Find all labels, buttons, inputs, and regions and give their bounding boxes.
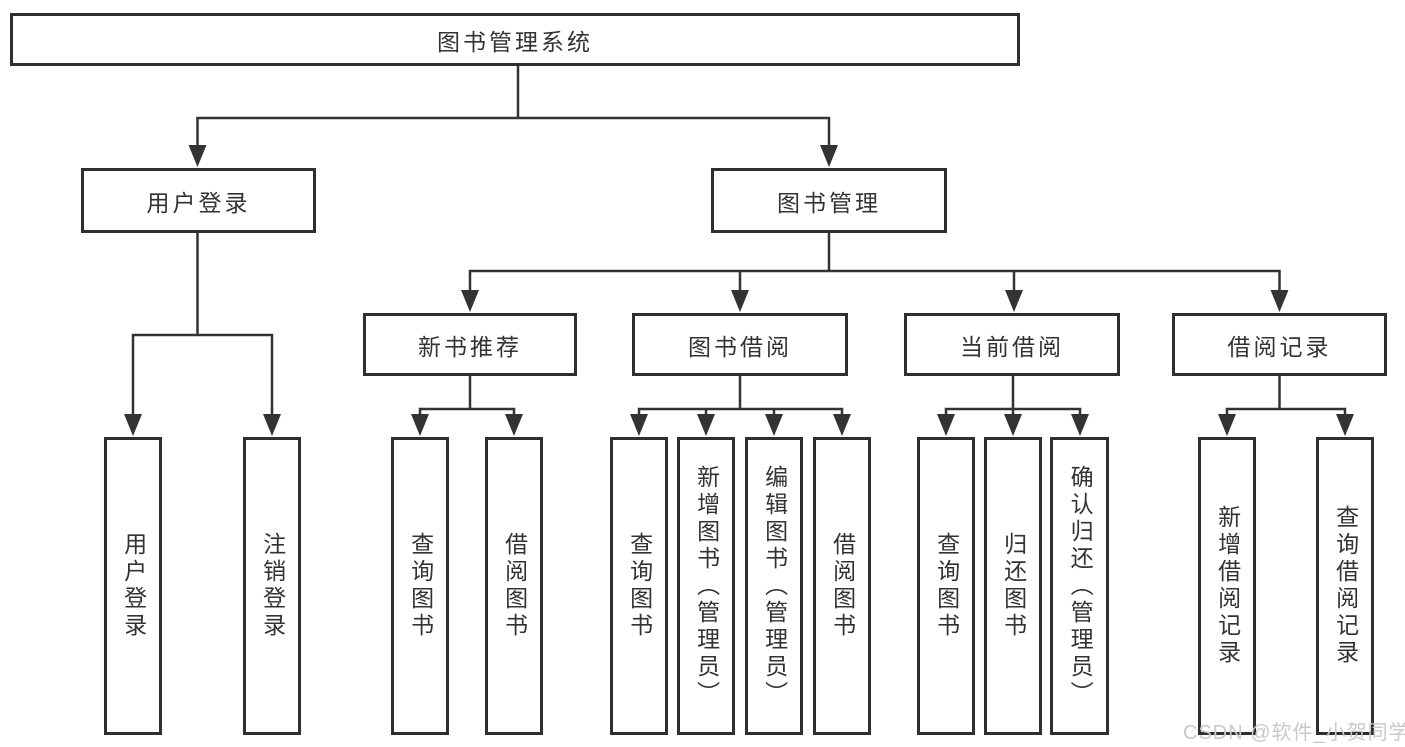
connector-root-branch: [188, 64, 838, 167]
node-label: 查询借阅记录: [1332, 505, 1359, 667]
arrow-down-icon: [505, 414, 523, 436]
connector-user-login-branch: [124, 231, 281, 436]
arrow-down-icon: [1071, 414, 1089, 436]
connector-current-borrow-branch: [937, 373, 1089, 436]
node-label: 注销登录: [259, 532, 286, 640]
node-add-borrow-record: 新增借阅记录: [1198, 437, 1256, 735]
node-add-book-admin: 新增图书（管理员）: [677, 437, 735, 735]
node-current-borrow: 当前借阅: [904, 313, 1120, 376]
node-query-borrow-record: 查询借阅记录: [1316, 437, 1374, 735]
node-return-books: 归还图书: [984, 437, 1042, 735]
node-label: 用户登录: [120, 532, 147, 640]
arrow-down-icon: [765, 414, 783, 436]
node-library-management-system: 图书管理系统: [10, 13, 1020, 66]
node-label: 归还图书: [1000, 532, 1027, 640]
node-logout-leaf: 注销登录: [243, 437, 301, 735]
node-query-books-recommend: 查询图书: [391, 437, 449, 735]
node-user-login-leaf: 用户登录: [104, 437, 162, 735]
node-label: 新书推荐: [418, 333, 522, 360]
node-label: 用户登录: [146, 189, 251, 216]
arrow-down-icon: [1218, 414, 1236, 436]
node-book-management: 图书管理: [711, 168, 947, 233]
node-confirm-return-admin: 确认归还（管理员）: [1050, 437, 1109, 735]
node-query-books-borrow: 查询图书: [610, 437, 668, 735]
node-borrow-records: 借阅记录: [1172, 313, 1387, 376]
node-label: 查询图书: [933, 532, 960, 640]
arrow-down-icon: [937, 414, 955, 436]
node-label: 当前借阅: [960, 333, 1064, 360]
watermark: CSDN @软件_小贺同学: [1183, 722, 1405, 744]
node-label: 确认归还（管理员）: [1067, 464, 1094, 708]
arrow-down-icon: [188, 145, 207, 167]
node-label: 借阅图书: [829, 532, 856, 640]
node-label: 新增借阅记录: [1214, 505, 1241, 667]
node-borrow-books-recommend: 借阅图书: [485, 437, 543, 735]
node-label: 借阅图书: [501, 532, 528, 640]
node-label: 图书管理: [777, 189, 881, 216]
node-label: 编辑图书（管理员）: [761, 464, 788, 708]
arrow-down-icon: [833, 414, 851, 436]
node-edit-book-admin: 编辑图书（管理员）: [745, 437, 803, 735]
arrow-down-icon: [1336, 414, 1354, 436]
arrow-down-icon: [820, 145, 838, 167]
arrow-down-icon: [1270, 290, 1289, 312]
arrow-down-icon: [411, 414, 429, 436]
node-label: 图书借阅: [688, 333, 792, 360]
node-label: 新增图书（管理员）: [693, 464, 720, 708]
node-new-book-recommend: 新书推荐: [363, 313, 577, 376]
arrow-down-icon: [697, 414, 715, 436]
node-book-borrow: 图书借阅: [632, 313, 848, 376]
arrow-down-icon: [263, 414, 281, 436]
connector-book-management-branch: [461, 231, 1289, 312]
connector-new-book-branch: [411, 373, 523, 436]
arrow-down-icon: [124, 414, 142, 436]
arrow-down-icon: [461, 290, 479, 312]
node-label: 图书管理系统: [437, 28, 593, 55]
arrow-down-icon: [1005, 290, 1023, 312]
arrow-down-icon: [731, 290, 749, 312]
connector-borrow-records-branch: [1218, 373, 1354, 436]
node-label: 查询图书: [626, 532, 653, 640]
arrow-down-icon: [1004, 414, 1022, 436]
node-label: 借阅记录: [1227, 333, 1332, 360]
node-label: 查询图书: [407, 532, 434, 640]
node-query-books-current: 查询图书: [917, 437, 975, 735]
arrow-down-icon: [630, 414, 648, 436]
node-borrow-books-leaf: 借阅图书: [813, 437, 871, 735]
node-user-login: 用户登录: [81, 168, 316, 233]
connector-book-borrow-branch: [630, 373, 851, 436]
